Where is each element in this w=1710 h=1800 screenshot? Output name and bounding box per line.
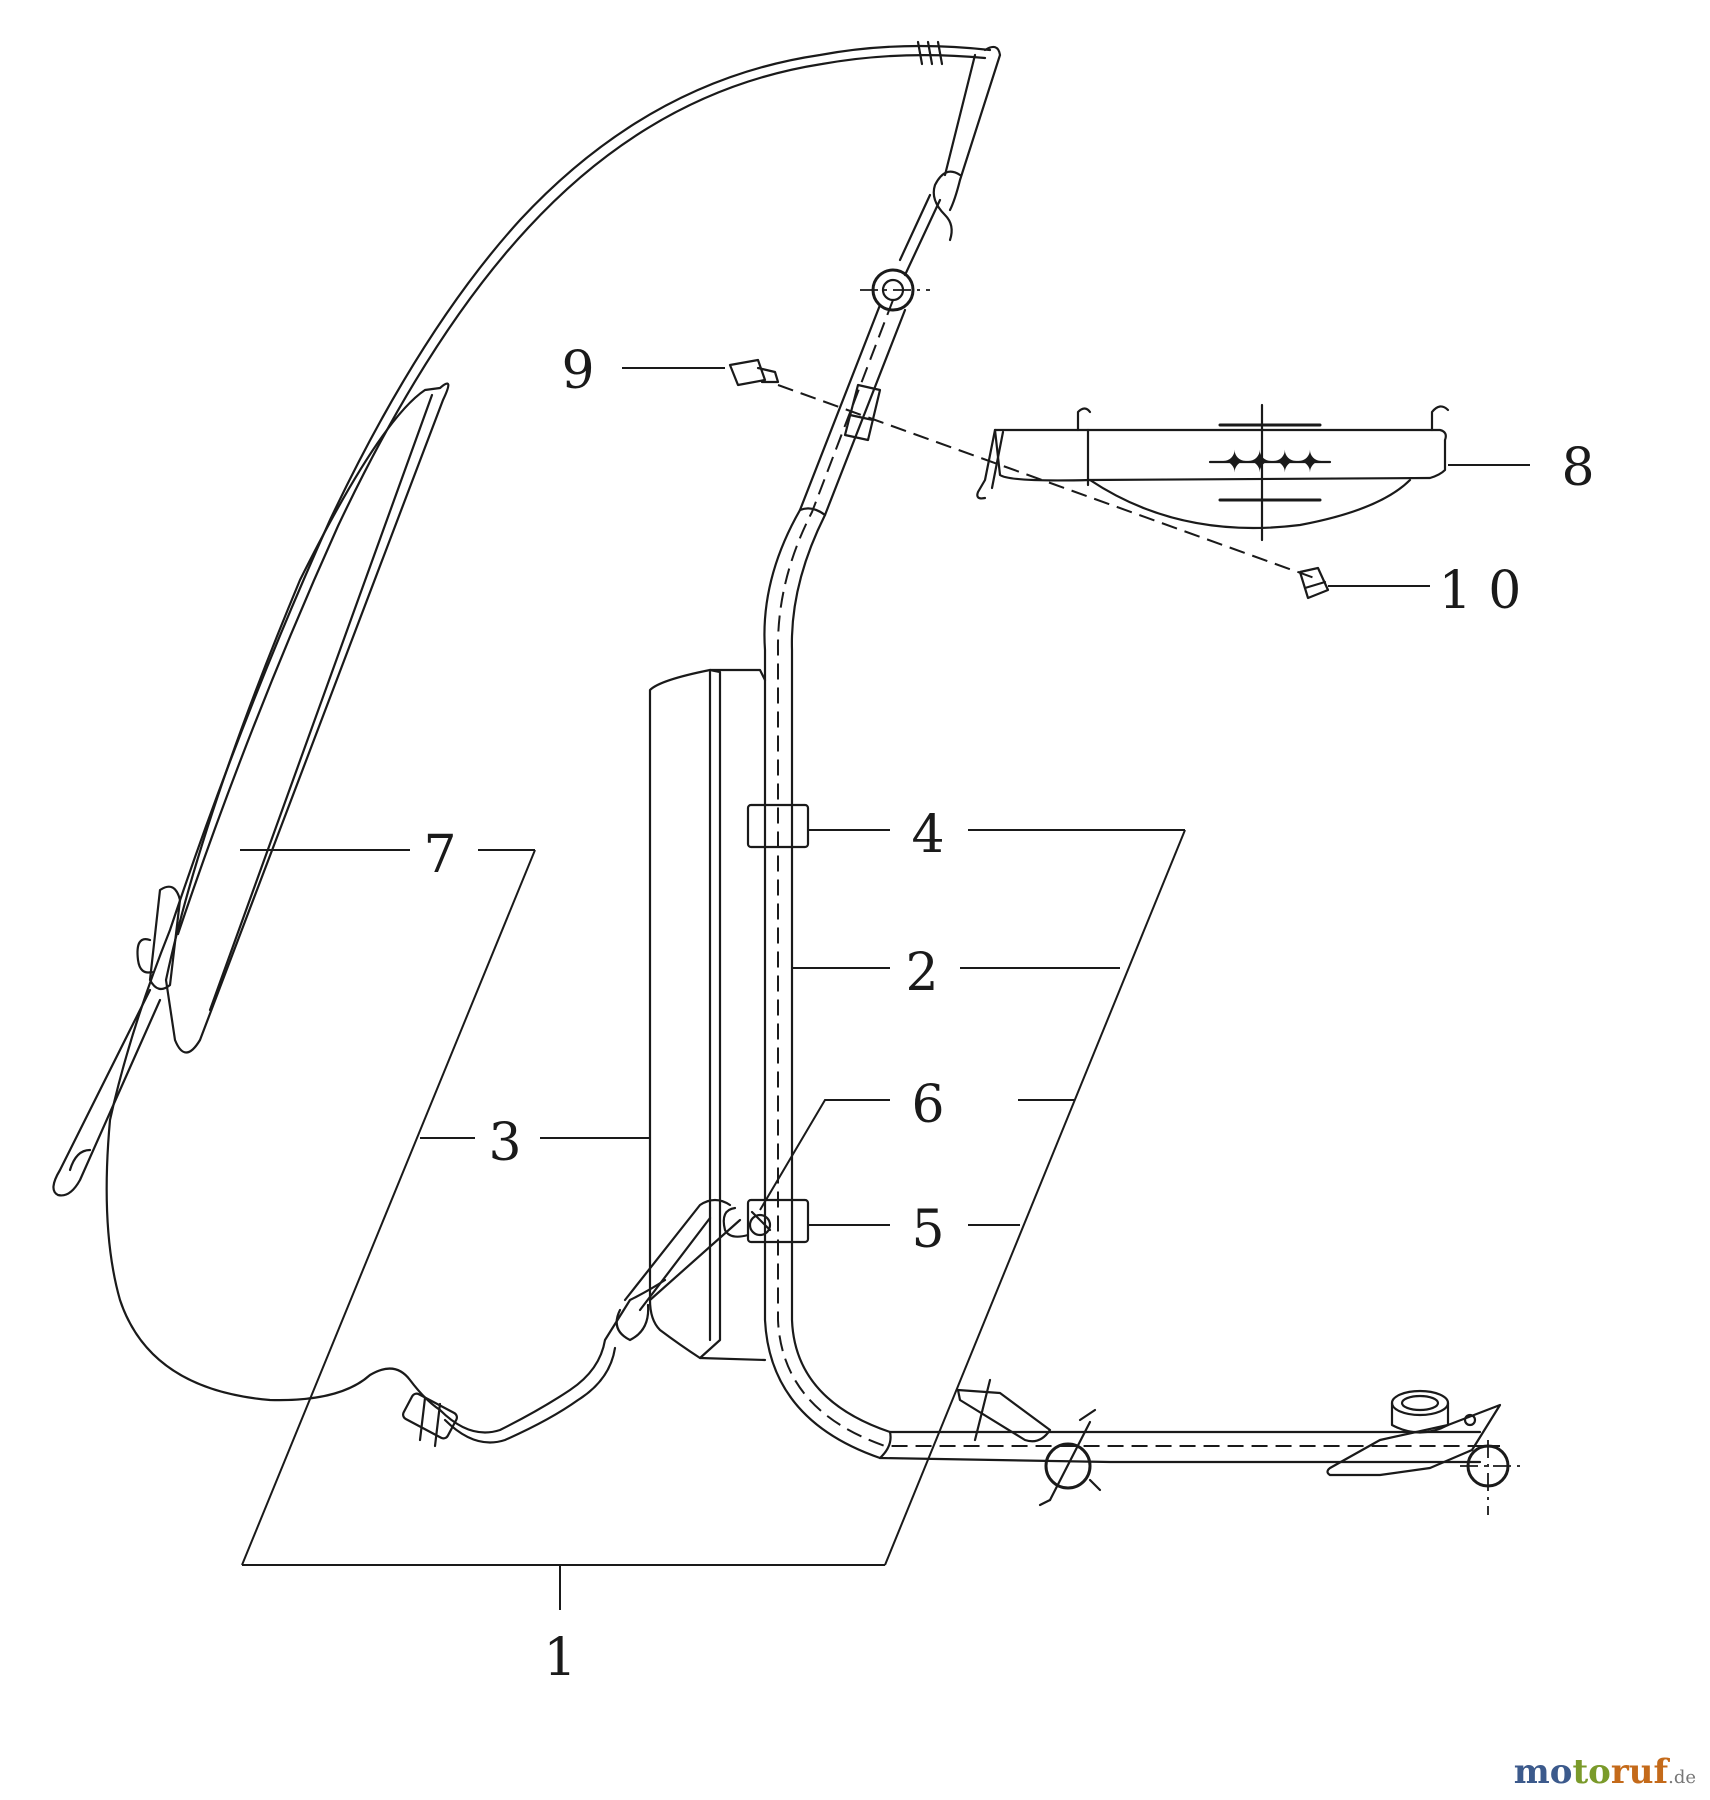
svg-text:✦✦✦✦: ✦✦✦✦ bbox=[1222, 445, 1323, 480]
label-4: 4 bbox=[911, 805, 944, 865]
callout-6: 6 bbox=[759, 1075, 1075, 1211]
watermark-part-2: to bbox=[1572, 1752, 1611, 1792]
callout-8: 8 bbox=[1448, 438, 1595, 498]
label-9: 9 bbox=[561, 341, 594, 401]
callout-9: 9 bbox=[561, 341, 725, 401]
label-2: 2 bbox=[905, 943, 938, 1003]
callout-4: 4 bbox=[808, 805, 1185, 865]
watermark-part-3: ruf bbox=[1610, 1752, 1669, 1792]
label-3: 3 bbox=[488, 1113, 521, 1173]
clamp-upper bbox=[746, 803, 810, 849]
watermark-logo: motoruf.de bbox=[1514, 1752, 1696, 1792]
shoulder-strap bbox=[52, 44, 992, 1448]
callout-5: 5 bbox=[808, 1200, 1020, 1260]
clamp-lower bbox=[722, 1198, 810, 1244]
tray-bracket: ✦✦✦✦ bbox=[976, 403, 1450, 542]
back-pad bbox=[648, 668, 767, 1362]
label-7: 7 bbox=[423, 825, 456, 885]
watermark-part-4: .de bbox=[1668, 1767, 1696, 1788]
lower-pivot bbox=[956, 1378, 1102, 1507]
callout-7: 7 bbox=[240, 825, 535, 885]
end-mount bbox=[1326, 1389, 1520, 1515]
label-5: 5 bbox=[911, 1200, 944, 1260]
bolt bbox=[728, 358, 1321, 581]
watermark-part-1: mo bbox=[1513, 1752, 1573, 1792]
label-10: 1 0 bbox=[1439, 561, 1522, 621]
label-6: 6 bbox=[911, 1075, 944, 1135]
nut bbox=[1298, 566, 1330, 600]
label-8: 8 bbox=[1561, 438, 1594, 498]
callout-2: 2 bbox=[792, 943, 1120, 1003]
frame-tube bbox=[763, 299, 1500, 1464]
label-1: 1 bbox=[543, 1628, 576, 1688]
top-hook bbox=[860, 40, 1002, 312]
callout-3: 3 bbox=[420, 1113, 650, 1173]
assembly-bracket-1: 1 bbox=[241, 829, 1186, 1688]
callout-10: 1 0 bbox=[1328, 561, 1521, 621]
